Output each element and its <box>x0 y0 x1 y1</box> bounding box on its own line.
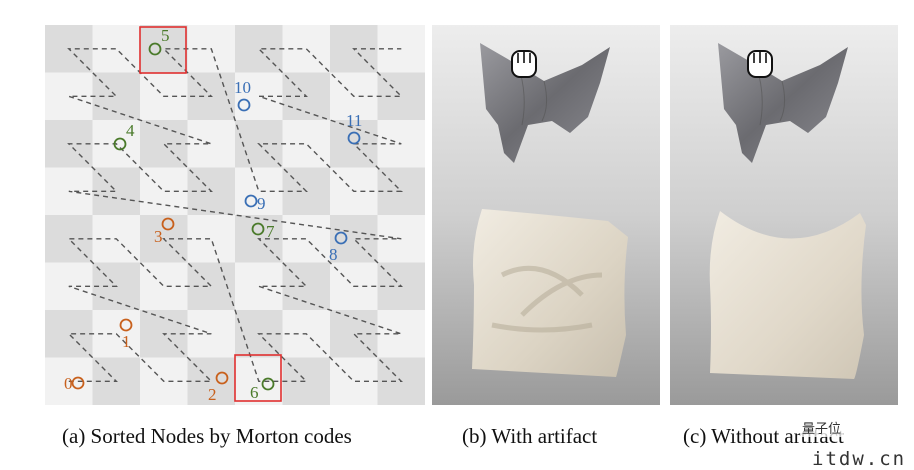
highlight-box-5 <box>139 26 187 74</box>
node-3-label: 3 <box>154 227 163 246</box>
hand-cursor-icon <box>511 50 537 78</box>
node-10-label: 10 <box>234 78 251 97</box>
node-7-label: 7 <box>266 222 275 241</box>
panel-without-artifact <box>670 25 898 405</box>
caption-b: (b) With artifact <box>462 424 598 448</box>
node-7-marker <box>251 222 265 236</box>
node-4-marker <box>113 137 127 151</box>
caption-a: (a) Sorted Nodes by Morton codes <box>62 424 352 448</box>
beige-cloth <box>709 211 866 379</box>
node-6-marker <box>261 377 275 391</box>
highlight-box-6 <box>234 354 282 402</box>
node-2-label: 2 <box>208 385 217 404</box>
hand-cursor-icon <box>747 50 773 78</box>
node-0-marker <box>71 376 85 390</box>
node-0-label: 0 <box>64 374 73 393</box>
node-5-label: 5 <box>161 26 170 45</box>
node-9-label: 9 <box>257 194 266 213</box>
node-1-label: 1 <box>122 332 131 351</box>
panel-with-artifact <box>432 25 660 405</box>
morton-node-grid: 0 1 2 3 4 5 6 7 8 9 10 11 <box>45 25 425 405</box>
node-11-marker <box>347 131 361 145</box>
node-2-marker <box>215 371 229 385</box>
node-1-marker <box>119 318 133 332</box>
node-9-marker <box>244 194 258 208</box>
node-10-marker <box>237 98 251 112</box>
watermark-url: itdw.cn <box>812 448 907 470</box>
node-4-label: 4 <box>126 121 135 140</box>
node-8-label: 8 <box>329 245 338 264</box>
watermark-logo: 量子位 <box>800 418 844 437</box>
node-6-label: 6 <box>250 383 259 402</box>
node-11-label: 11 <box>346 111 362 130</box>
node-5-marker <box>148 42 162 56</box>
node-8-marker <box>334 231 348 245</box>
node-3-marker <box>161 217 175 231</box>
